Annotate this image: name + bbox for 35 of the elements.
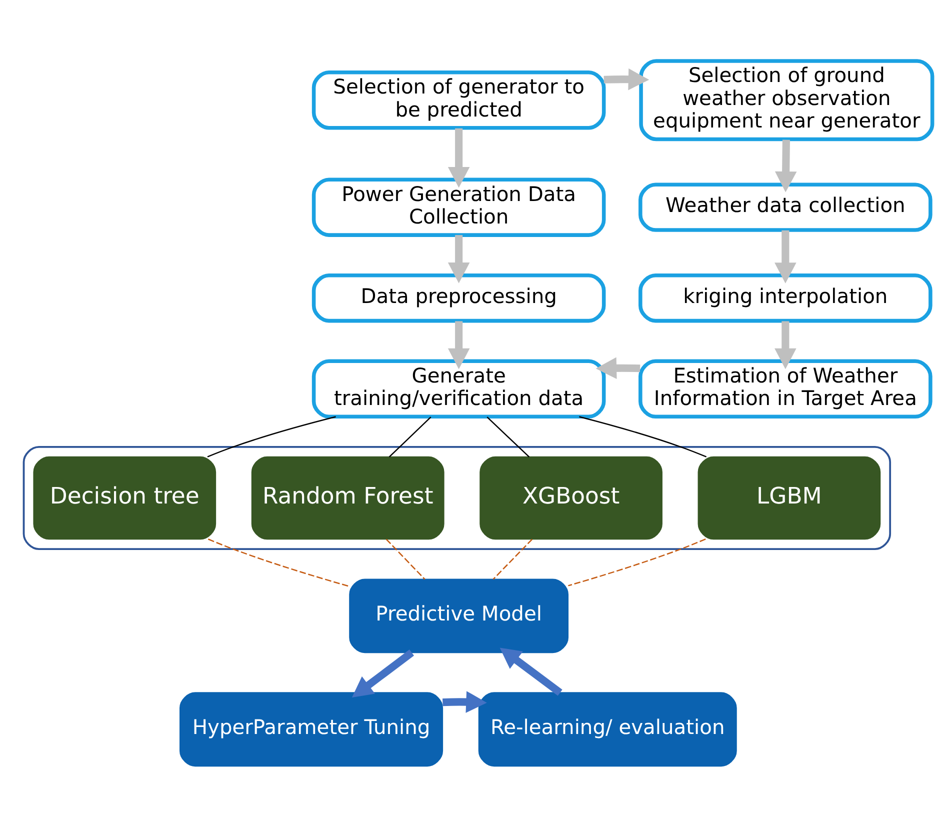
node-box: XGBoost (480, 456, 662, 540)
connector (386, 538, 426, 580)
connector (579, 416, 707, 457)
arrow (604, 68, 650, 90)
connector (388, 416, 432, 457)
connector (492, 538, 533, 580)
node-box: HyperParameter Tuning (180, 692, 444, 766)
node-box: Selection of ground weather observation equipment near generator (639, 58, 934, 141)
arrow (448, 128, 470, 188)
connector (568, 538, 706, 586)
arrow (774, 139, 797, 192)
node-box: Selection of generator to be predicted (312, 70, 606, 130)
arrow (500, 647, 562, 696)
arrow (774, 320, 796, 369)
node-box: Weather data collection (638, 182, 932, 232)
connector (208, 538, 350, 586)
arrow (448, 234, 470, 283)
arrow (352, 649, 414, 698)
node-box: Data preprocessing (312, 273, 606, 322)
arrow (442, 690, 487, 712)
node-box: Random Forest (251, 456, 444, 540)
node-box: LGBM (698, 456, 881, 540)
node-box: kriging interpolation (638, 273, 932, 322)
arrow (774, 230, 796, 283)
arrow (596, 356, 640, 378)
cluster (22, 445, 892, 550)
arrow (448, 320, 470, 369)
node-box: Generate training/verification data (312, 358, 606, 418)
connector (486, 416, 530, 457)
node-box: Power Generation Data Collection (312, 177, 606, 236)
node-box: Estimation of Weather Information in Target Area (638, 358, 932, 418)
connector (207, 416, 336, 457)
node-box: Predictive Model (349, 578, 569, 653)
node-box: Decision tree (33, 456, 216, 540)
node-box: Re-learning/ evaluation (478, 692, 737, 766)
